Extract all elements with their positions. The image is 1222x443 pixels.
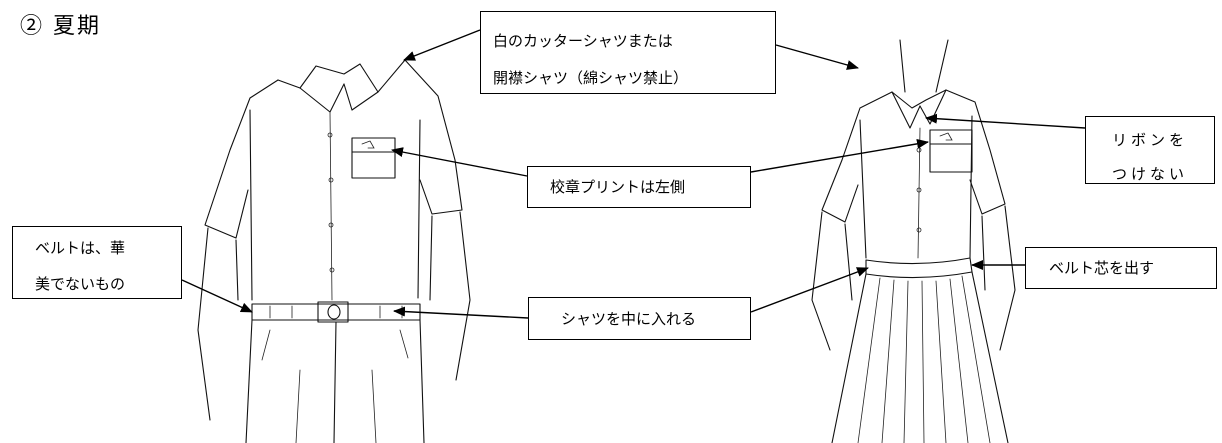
male-figure xyxy=(197,59,471,443)
callout-belt-line1: ベルトは、華 xyxy=(35,239,126,257)
section-heading: ② 夏期 xyxy=(20,14,101,39)
callout-belt-core-text: ベルト芯を出す xyxy=(1049,259,1155,277)
arrow-shirt-left xyxy=(403,29,481,61)
arrow-crest-right xyxy=(750,138,929,173)
arrow-belt-left xyxy=(181,279,253,313)
arrow-crest-left xyxy=(391,147,528,177)
arrow-tuck-left xyxy=(393,306,529,319)
callout-ribbon-line1: リボンを xyxy=(1112,131,1189,149)
callout-belt-plain: ベルトは、華 美でないもの xyxy=(12,226,182,299)
callout-tuck-text: シャツを中に入れる xyxy=(561,310,697,328)
callout-shirt-type: 白のカッターシャツまたは 開襟シャツ（綿シャツ禁止） xyxy=(480,11,776,94)
callout-crest-print: 校章プリントは左側 xyxy=(527,166,751,208)
female-figure xyxy=(811,39,1016,443)
callout-ribbon-line2: つけない xyxy=(1112,165,1189,183)
callout-shirt-line2: 開襟シャツ（綿シャツ禁止） xyxy=(493,69,689,87)
callout-belt-line2: 美でないもの xyxy=(35,275,126,293)
arrow-ribbon xyxy=(925,113,1086,129)
callout-shirt-line1: 白のカッターシャツまたは xyxy=(493,32,673,50)
arrow-shirt-right xyxy=(775,44,859,70)
callout-tuck-shirt: シャツを中に入れる xyxy=(528,297,751,340)
callout-no-ribbon: リボンを つけない xyxy=(1085,116,1215,184)
arrow-tuck-right xyxy=(750,267,869,313)
callout-belt-core: ベルト芯を出す xyxy=(1025,247,1217,289)
callout-crest-text: 校章プリントは左側 xyxy=(550,178,686,196)
